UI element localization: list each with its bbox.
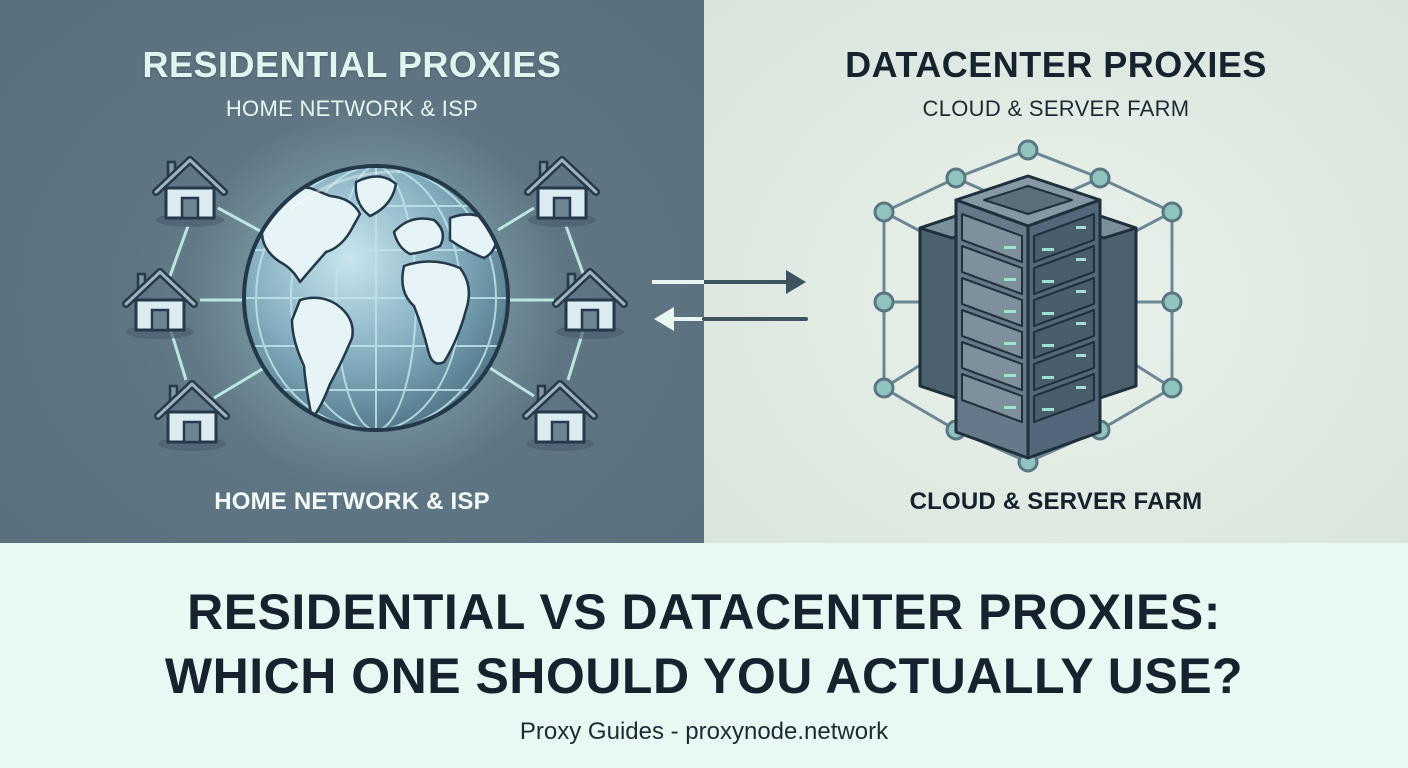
headline-section: RESIDENTIAL VS DATACENTER PROXIES: WHICH… <box>0 543 1408 768</box>
datacenter-subtitle: CLOUD & SERVER FARM <box>922 96 1190 121</box>
server-rack-icon <box>918 174 1138 460</box>
datacenter-title: DATACENTER PROXIES <box>845 44 1267 85</box>
residential-title: RESIDENTIAL PROXIES <box>142 44 562 85</box>
network-links <box>168 206 586 400</box>
residential-panel: RESIDENTIAL PROXIES HOME NETWORK & ISP <box>0 0 704 543</box>
house-icon <box>126 272 194 339</box>
headline-line-1: RESIDENTIAL VS DATACENTER PROXIES: <box>187 584 1221 640</box>
headline-line-2: WHICH ONE SHOULD YOU ACTUALLY USE? <box>164 648 1244 704</box>
house-icon <box>528 160 596 227</box>
datacenter-panel: DATACENTER PROXIES CLOUD & SERVER FARM <box>704 0 1408 543</box>
datacenter-caption: CLOUD & SERVER FARM <box>909 488 1203 515</box>
house-icon <box>556 272 624 339</box>
residential-caption: HOME NETWORK & ISP <box>214 488 490 515</box>
datacenter-network-illustration <box>873 139 1183 473</box>
residential-network-illustration <box>0 108 704 488</box>
hero-banner: RESIDENTIAL PROXIES HOME NETWORK & ISP <box>0 0 1408 543</box>
globe-icon <box>242 164 510 432</box>
house-icon <box>156 160 224 227</box>
footer-credit: Proxy Guides - proxynode.network <box>519 718 889 745</box>
